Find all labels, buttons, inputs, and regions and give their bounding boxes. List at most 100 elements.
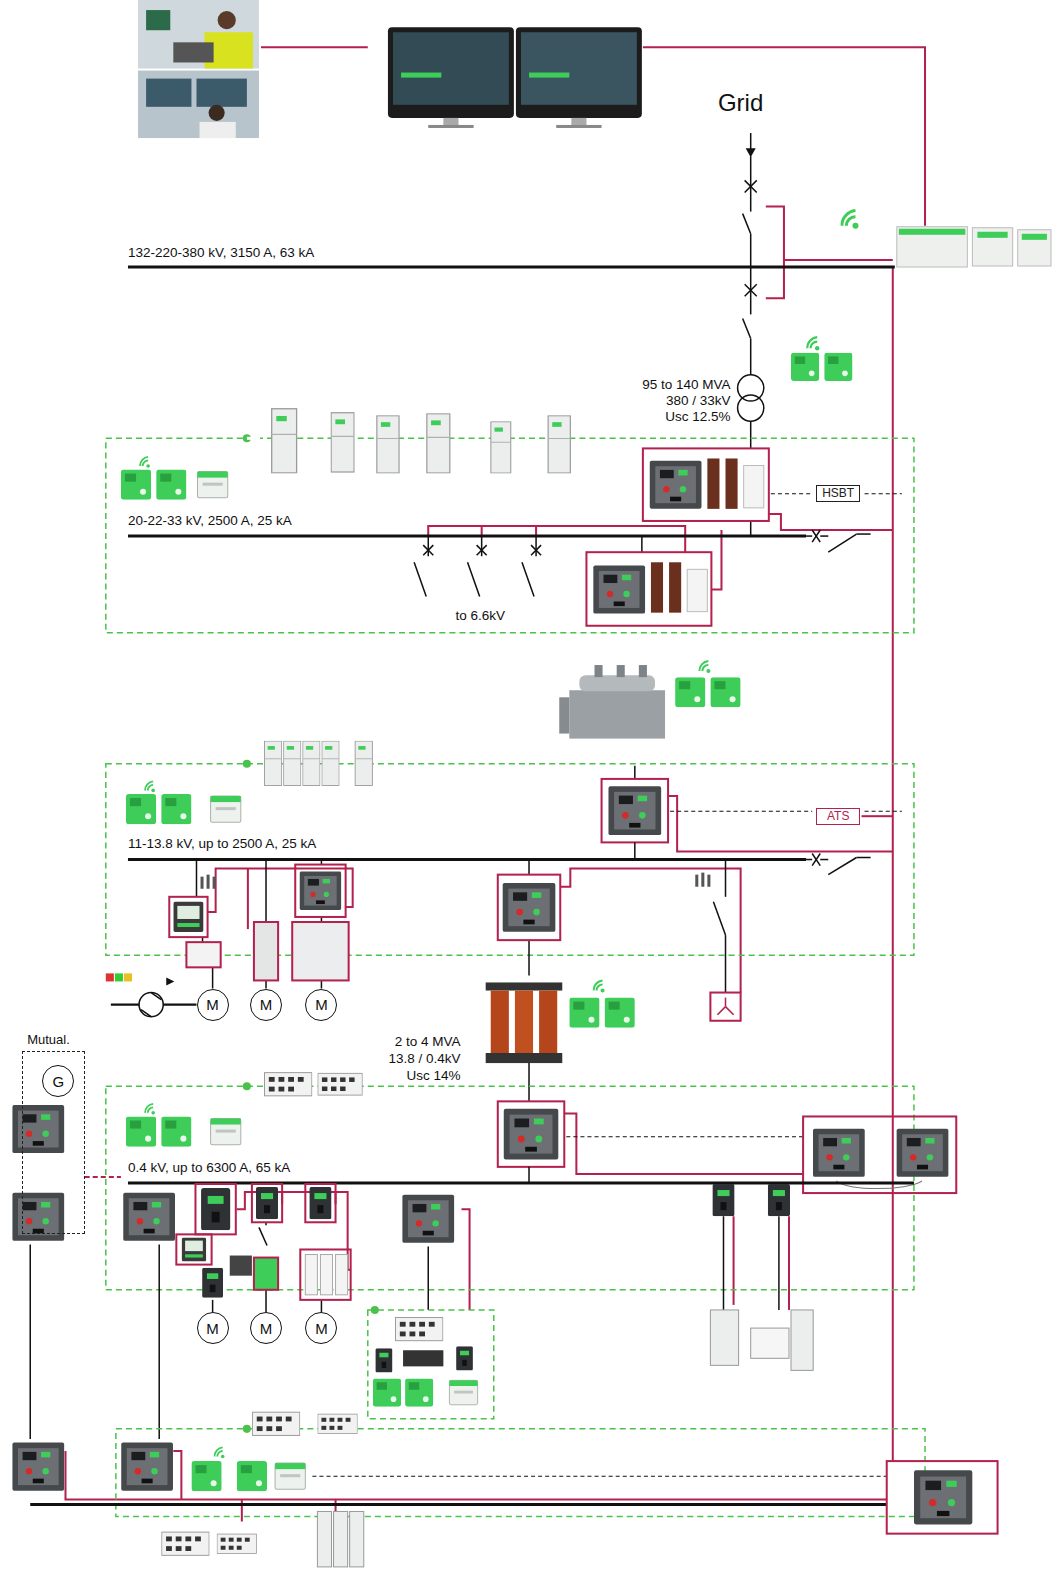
hv-bay [745, 180, 757, 192]
operator-photos [209, 105, 225, 121]
feeders [265, 860, 267, 922]
dry-transformer [486, 1053, 563, 1063]
controller-gateway [972, 228, 1012, 266]
node-text: ATS [827, 809, 849, 823]
lv-feeders [321, 1300, 323, 1312]
mv-breaker [608, 786, 661, 835]
feeders [468, 562, 480, 596]
sensor [373, 1378, 401, 1406]
generator-enclosure: Mutual.G [22, 1051, 84, 1234]
feeders [196, 860, 198, 897]
ct-bars [207, 875, 210, 889]
oil-transformer [569, 690, 665, 738]
region-dot [243, 760, 251, 768]
oil-transformer [639, 665, 647, 677]
switchgear [322, 741, 339, 785]
hv-bay [750, 156, 752, 211]
mv-breaker [650, 461, 702, 509]
generator-breaker [12, 1105, 64, 1153]
rating-label: Grid [718, 89, 763, 117]
switchgear [377, 416, 399, 473]
rating-label: 13.8 / 0.4kV [388, 1051, 460, 1067]
current-transformers [744, 466, 764, 508]
lv-board [252, 1412, 299, 1435]
operator-photos [173, 42, 213, 62]
network-wires [668, 796, 893, 851]
wireless-icon [145, 781, 155, 792]
current-transformers [707, 458, 719, 508]
ct-bars [201, 877, 204, 889]
controller-gateway [897, 227, 1051, 267]
network-wires [208, 869, 353, 912]
supervision-monitors [521, 32, 637, 105]
switchgear [355, 741, 372, 785]
gateway [197, 472, 227, 498]
lv-feeders [259, 1227, 267, 1245]
current-transformers [669, 562, 681, 612]
lv-breaker [12, 1443, 64, 1491]
capacitor-bank [710, 993, 740, 1021]
busbar-lv [30, 1503, 887, 1506]
lv-board [217, 1534, 256, 1553]
dry-transformer [539, 991, 557, 1053]
load-cabinets [791, 1310, 813, 1370]
load-cabinets [710, 1310, 738, 1365]
sensor [824, 353, 852, 381]
hv-bay [745, 284, 757, 296]
supervision-monitors [393, 32, 509, 105]
load-cabinets [751, 1328, 789, 1358]
switchgear [272, 409, 297, 473]
mv-region [106, 764, 914, 955]
sensor [156, 470, 186, 500]
rating-label: 95 to 140 MVA [642, 377, 730, 393]
feeders [212, 967, 214, 988]
network-wires [733, 1216, 735, 1305]
wireless-icon [842, 211, 859, 229]
rating-label: 20-22-33 kV, 2500 A, 25 kA [128, 513, 292, 529]
control-link [771, 493, 812, 494]
rating-label: to 6.6kV [455, 608, 505, 624]
motor-circle: M [305, 1312, 337, 1344]
hv-bay [743, 318, 751, 338]
sensor [191, 1461, 221, 1491]
breaker-frame [887, 1461, 998, 1534]
hv-bay [738, 133, 764, 536]
switchgear [303, 741, 320, 785]
bus-coupler [806, 859, 812, 861]
capacitor-bank [710, 993, 740, 1021]
ct-bars [701, 873, 704, 887]
dry-transformer [486, 982, 563, 1101]
network-wires [462, 1209, 470, 1310]
bus-coupler [857, 857, 871, 859]
bus-coupler [812, 530, 820, 542]
drives [300, 1249, 350, 1299]
rating-label: Usc 12.5% [665, 409, 730, 425]
network-wires [892, 268, 894, 1461]
hv-bay [745, 284, 757, 296]
load-cabinets [350, 1511, 364, 1566]
feeder-wire [528, 1167, 530, 1183]
region-dot [243, 1425, 251, 1433]
control-link [566, 1136, 803, 1137]
operator-photos [138, 0, 259, 138]
contactor [186, 942, 220, 967]
supervision-monitors [516, 27, 642, 118]
network-wires [711, 530, 721, 589]
mccb [256, 1187, 278, 1219]
contactor [376, 1348, 393, 1372]
control-link [865, 493, 902, 494]
lv-breaker [897, 1129, 949, 1177]
feeders [535, 536, 537, 556]
sensor [126, 1116, 156, 1146]
bus-coupler [828, 858, 856, 875]
bus-coupler [828, 534, 856, 552]
feeders [641, 536, 643, 552]
network-wires [643, 47, 925, 225]
grid-arrow [746, 148, 756, 157]
lv-feeders [778, 1216, 780, 1310]
bus-coupler [812, 853, 820, 865]
network-wires [173, 1451, 181, 1499]
protection-relay [173, 902, 203, 932]
sensor [405, 1378, 433, 1406]
sensor [569, 998, 599, 1028]
